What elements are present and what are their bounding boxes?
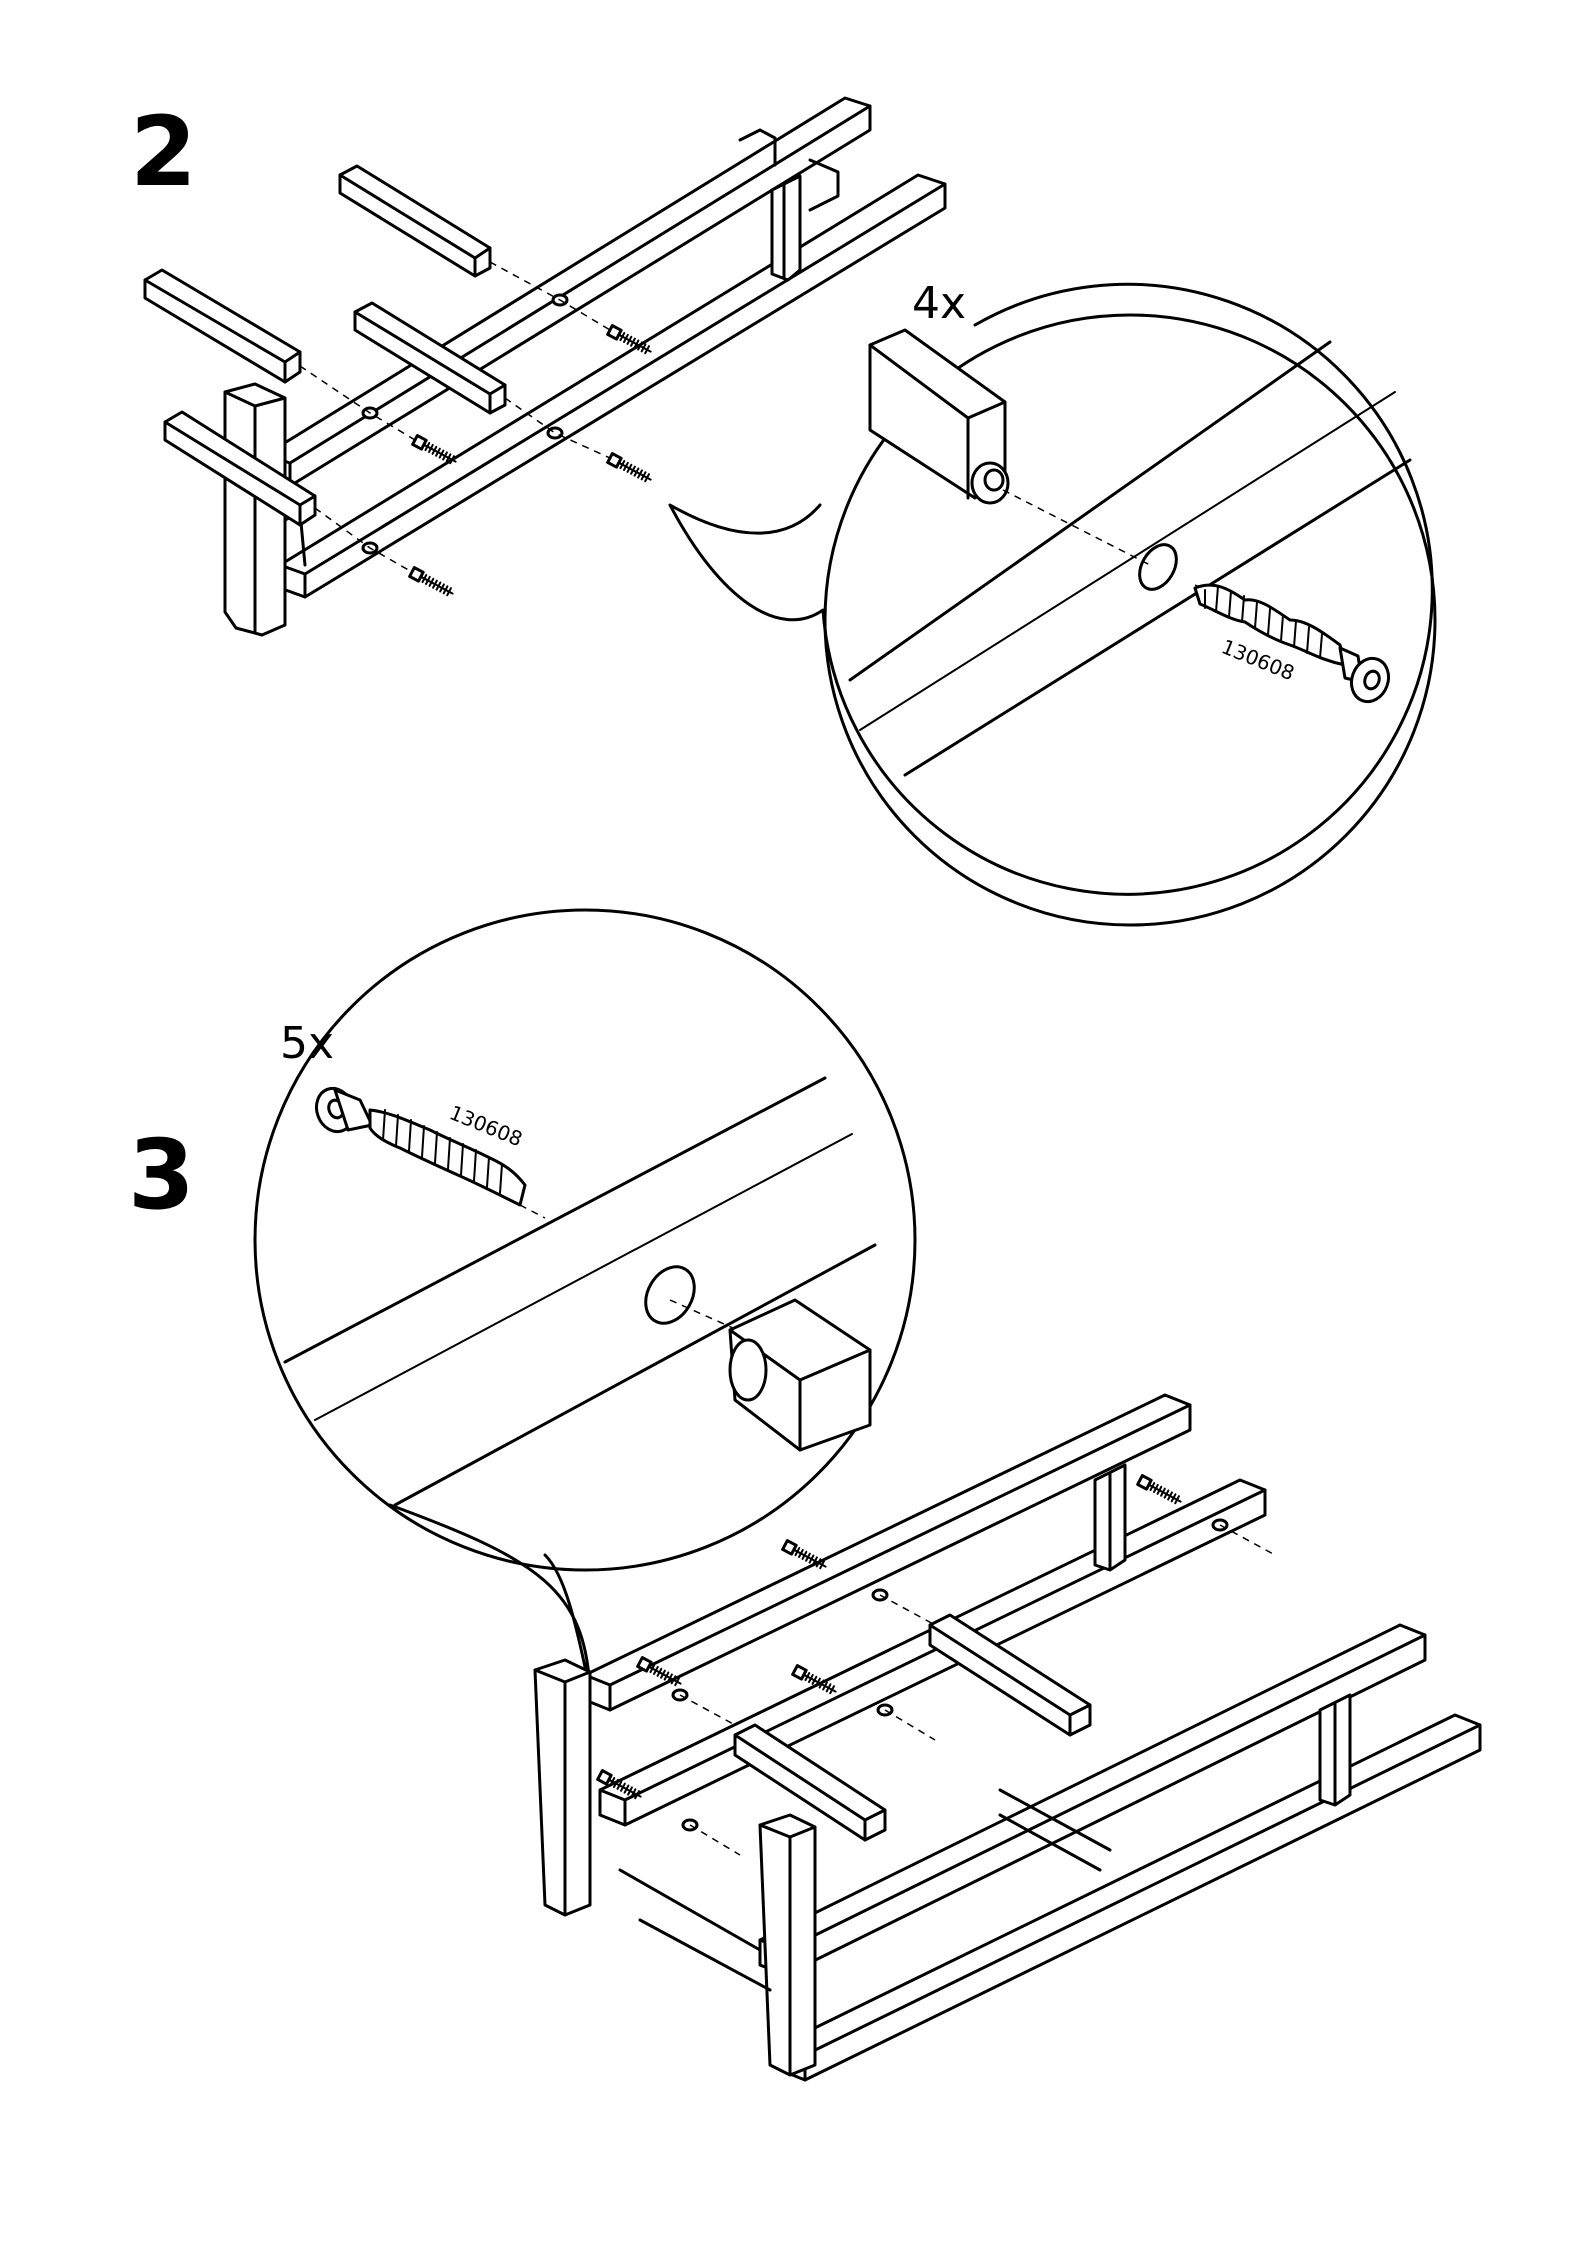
quantity-label: 5x: [280, 1018, 334, 1069]
dowel-end: [730, 1300, 870, 1450]
bolt-icon: [311, 1083, 545, 1218]
step-number: 3: [128, 1119, 195, 1231]
frame-assembly-step3: [535, 1395, 1480, 2080]
magnifier-circle: [255, 910, 915, 1570]
frame-assembly-step2: [225, 98, 945, 635]
bolt-hole: [636, 1258, 704, 1332]
dowel-end: [870, 330, 1008, 503]
quantity-label: 4x: [912, 278, 966, 329]
detail-callout-step2: 4x 130608: [670, 278, 1435, 925]
step-3: 3 5x: [128, 910, 1480, 2080]
step-2: 2: [130, 96, 1435, 925]
bolt-hole: [1132, 538, 1184, 596]
step-number: 2: [130, 96, 197, 208]
